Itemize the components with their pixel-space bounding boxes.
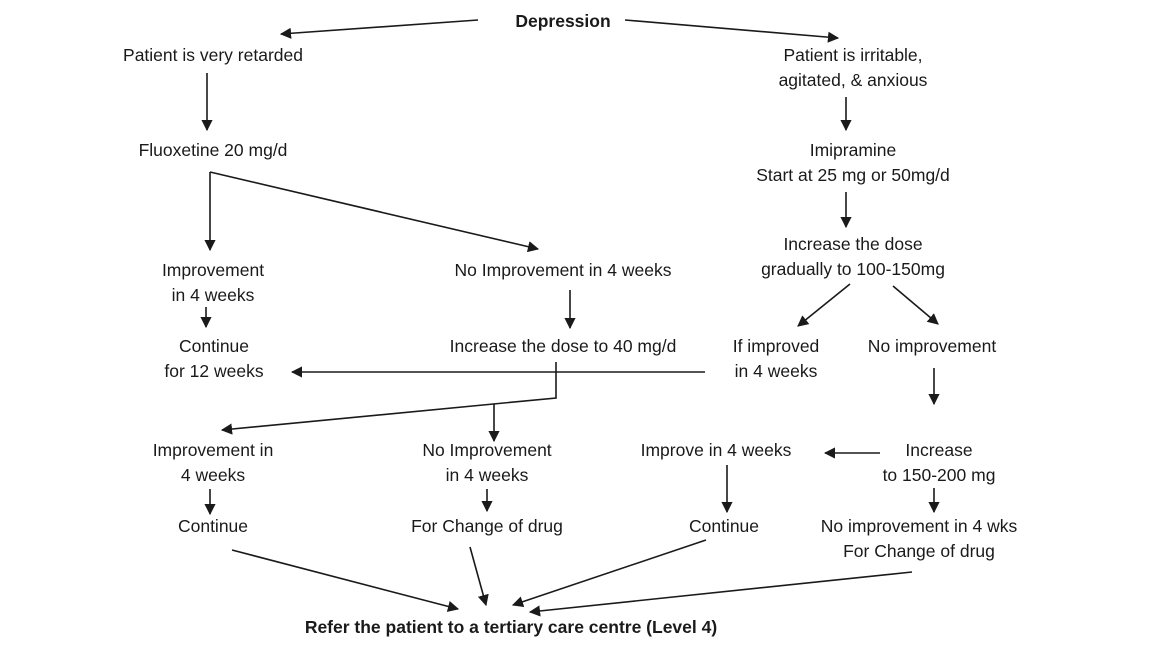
node-improvement-after-line2: 4 weeks [180, 465, 246, 485]
arrow-final-to-footer [528, 571, 913, 617]
node-no-improvement-after-line2: in 4 weeks [445, 465, 529, 485]
node-patient-irritable-line1: Patient is irritable, [783, 45, 923, 65]
node-continue-12wk-line1: Continue [178, 336, 250, 356]
node-continue-left: Continue [177, 516, 249, 536]
arrow-fluoxetine-to-no-improvement [209, 171, 540, 253]
node-if-improved: If improved in 4 weeks [733, 334, 820, 384]
node-increase-150-200-line2: to 150-200 mg [882, 465, 996, 485]
node-continue-12wk: Continue for 12 weeks [164, 334, 263, 384]
node-final-no-improvement: No improvement in 4 wks For Change of dr… [821, 514, 1017, 564]
arrow-continue-left-to-footer [231, 549, 460, 612]
node-fluoxetine: Fluoxetine 20 mg/d [138, 140, 288, 160]
node-imipramine-line2: Start at 25 mg or 50mg/d [756, 165, 950, 185]
node-final-no-improvement-line1: No improvement in 4 wks [820, 516, 1018, 536]
node-imipramine-line1: Imipramine [809, 140, 897, 160]
node-increase-150-200: Increase to 150-200 mg [883, 438, 996, 488]
node-depression: Depression [515, 11, 611, 31]
node-no-improvement-4wk: No Improvement in 4 weeks [454, 260, 672, 280]
node-patient-irritable-line2: agitated, & anxious [778, 70, 928, 90]
node-increase-dose-40: Increase the dose to 40 mg/d [449, 336, 677, 356]
node-no-improvement-after: No Improvement in 4 weeks [422, 438, 551, 488]
node-if-improved-line1: If improved [732, 336, 820, 356]
node-improve-4wk-right: Improve in 4 weeks [640, 440, 792, 460]
node-increase-150-200-line1: Increase [905, 440, 973, 460]
arrow-increase-to-if-improved [797, 283, 851, 327]
node-continue-12wk-line2: for 12 weeks [164, 361, 264, 381]
node-increase-gradually: Increase the dose gradually to 100-150mg [761, 232, 945, 282]
node-no-improvement-right: No improvement [867, 336, 997, 356]
node-improvement-after: Improvement in 4 weeks [153, 438, 274, 488]
node-increase-gradually-line2: gradually to 100-150mg [761, 259, 945, 279]
arrow-depression-to-retarded [279, 19, 479, 39]
arrow-depression-to-irritable [624, 19, 840, 43]
arrow-increase-to-improvement-after [220, 362, 557, 435]
node-improvement-after-line1: Improvement in [152, 440, 274, 460]
node-patient-retarded: Patient is very retarded [123, 45, 303, 65]
node-if-improved-line2: in 4 weeks [734, 361, 818, 381]
node-improvement-4wk-line2: in 4 weeks [171, 285, 255, 305]
node-refer-tertiary: Refer the patient to a tertiary care cen… [304, 617, 718, 637]
node-final-no-improvement-line2: For Change of drug [843, 541, 995, 561]
node-continue-right: Continue [688, 516, 760, 536]
node-change-drug-left: For Change of drug [411, 516, 563, 536]
node-patient-irritable: Patient is irritable, agitated, & anxiou… [779, 43, 928, 93]
node-increase-gradually-line1: Increase the dose [783, 234, 923, 254]
node-improvement-4wk: Improvement in 4 weeks [162, 258, 264, 308]
arrow-continue-right-to-footer [511, 539, 707, 608]
node-improvement-4wk-line1: Improvement [161, 260, 265, 280]
arrow-increase-to-no-improvement [892, 285, 939, 325]
node-imipramine: Imipramine Start at 25 mg or 50mg/d [756, 138, 950, 188]
node-no-improvement-after-line1: No Improvement [422, 440, 552, 460]
arrow-change-left-to-footer [469, 546, 489, 607]
